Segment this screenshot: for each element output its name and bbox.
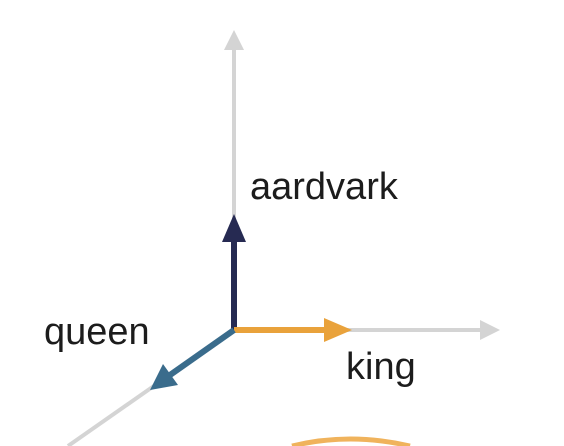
bottom-arc-partial xyxy=(291,436,411,446)
axes xyxy=(66,30,500,446)
aardvark-label: aardvark xyxy=(250,166,398,208)
queen-vector-arrowhead xyxy=(150,364,178,390)
aardvark-vector-arrowhead xyxy=(222,214,246,242)
vectors xyxy=(150,214,352,390)
y-axis-arrowhead xyxy=(224,30,244,50)
king-label: king xyxy=(346,346,416,388)
x-axis-arrowhead xyxy=(480,320,500,340)
queen-label: queen xyxy=(44,311,150,353)
queen-vector-shaft xyxy=(168,327,236,378)
king-vector-arrowhead xyxy=(324,318,352,342)
